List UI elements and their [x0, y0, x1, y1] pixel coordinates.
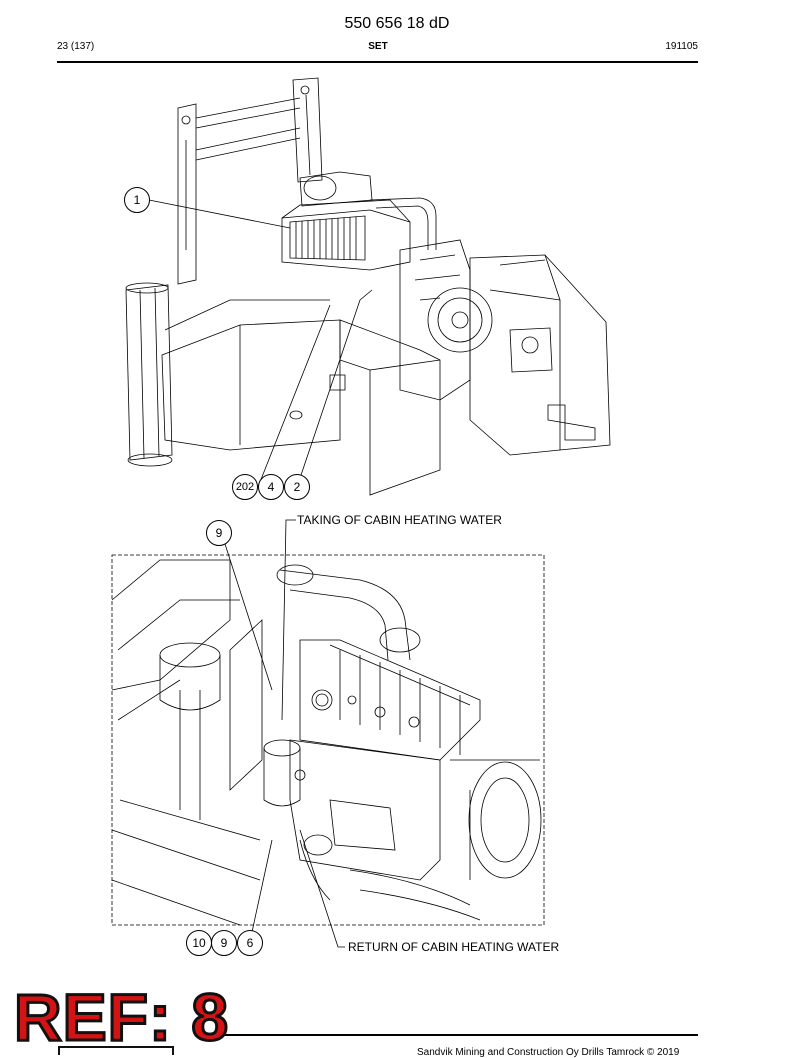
ref-stamp: REF: 8 [12, 980, 230, 1054]
document-number: 550 656 18 dD [344, 15, 450, 32]
return-of-cabin-heating-water-label: RETURN OF CABIN HEATING WATER [348, 940, 560, 954]
callout-balloon-1: 1 [124, 187, 150, 213]
callout-balloon-202: 202 [232, 474, 258, 500]
date-code: 191105 [665, 41, 698, 52]
section-title: SET [368, 41, 388, 52]
footer-rule [200, 1034, 698, 1036]
callout-balloon-9-bottom: 9 [211, 930, 237, 956]
callout-balloon-4: 4 [258, 474, 284, 500]
stamp-underbar [58, 1046, 174, 1055]
engine-frame-assembly [125, 77, 611, 496]
callout-balloon-10: 10 [186, 930, 212, 956]
callout-balloon-2: 2 [284, 474, 310, 500]
taking-of-cabin-heating-water-label: TAKING OF CABIN HEATING WATER [297, 513, 502, 527]
header-rule [57, 61, 698, 63]
callout-balloon-9-top: 9 [206, 520, 232, 546]
callout-balloon-6: 6 [237, 930, 263, 956]
page-number: 23 (137) [57, 41, 95, 52]
cabin-heating-connection-view [111, 519, 545, 948]
